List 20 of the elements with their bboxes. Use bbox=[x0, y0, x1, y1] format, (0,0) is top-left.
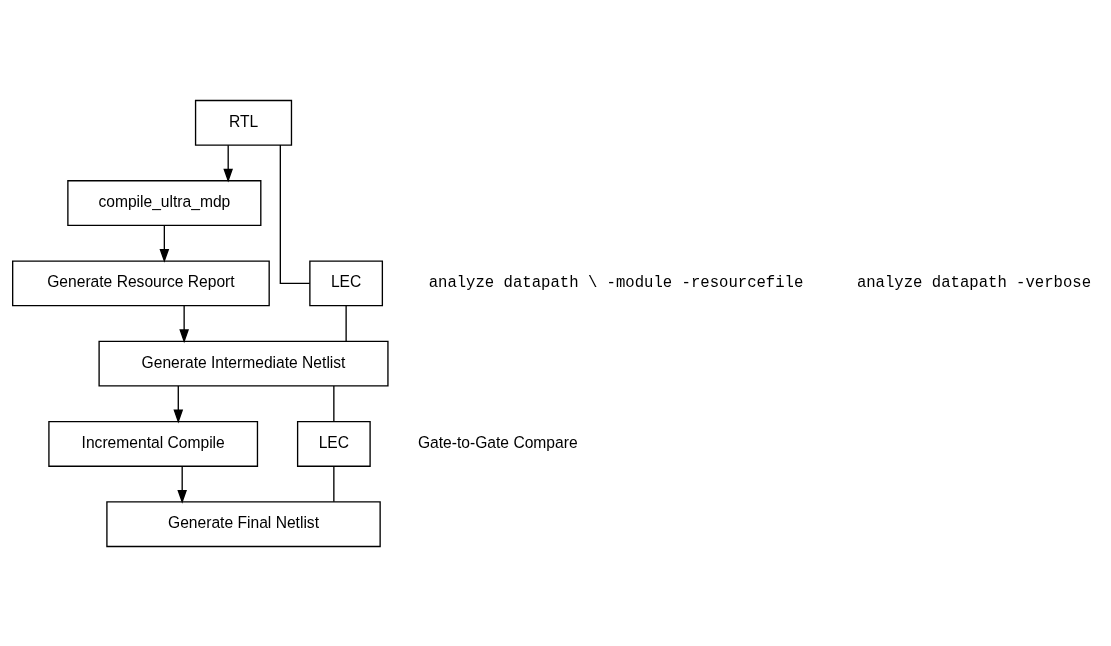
arrow bbox=[173, 384, 184, 423]
label: Gate-to-Gate Compare bbox=[417, 433, 578, 451]
connector bbox=[345, 304, 347, 342]
connector bbox=[333, 465, 335, 502]
node-box: Incremental Compile bbox=[48, 420, 259, 467]
node-box: LEC bbox=[296, 420, 371, 467]
arrow bbox=[179, 304, 189, 343]
connector bbox=[279, 143, 311, 284]
connector bbox=[333, 384, 335, 422]
node-box: LEC bbox=[309, 259, 384, 306]
arrow bbox=[177, 465, 188, 504]
node-box: Generate Intermediate Netlist bbox=[98, 340, 389, 387]
arrow bbox=[223, 143, 234, 183]
node-box: compile_ultra_mdp bbox=[67, 179, 262, 226]
arrow bbox=[159, 224, 170, 263]
label: analyze datapath \ -module -resourcefile bbox=[428, 273, 804, 292]
label: analyze datapath -verbose bbox=[856, 273, 1092, 292]
node-box: Generate Resource Report bbox=[12, 259, 270, 306]
node-box: Generate Final Netlist bbox=[106, 500, 381, 547]
node-box: RTL bbox=[194, 99, 293, 146]
